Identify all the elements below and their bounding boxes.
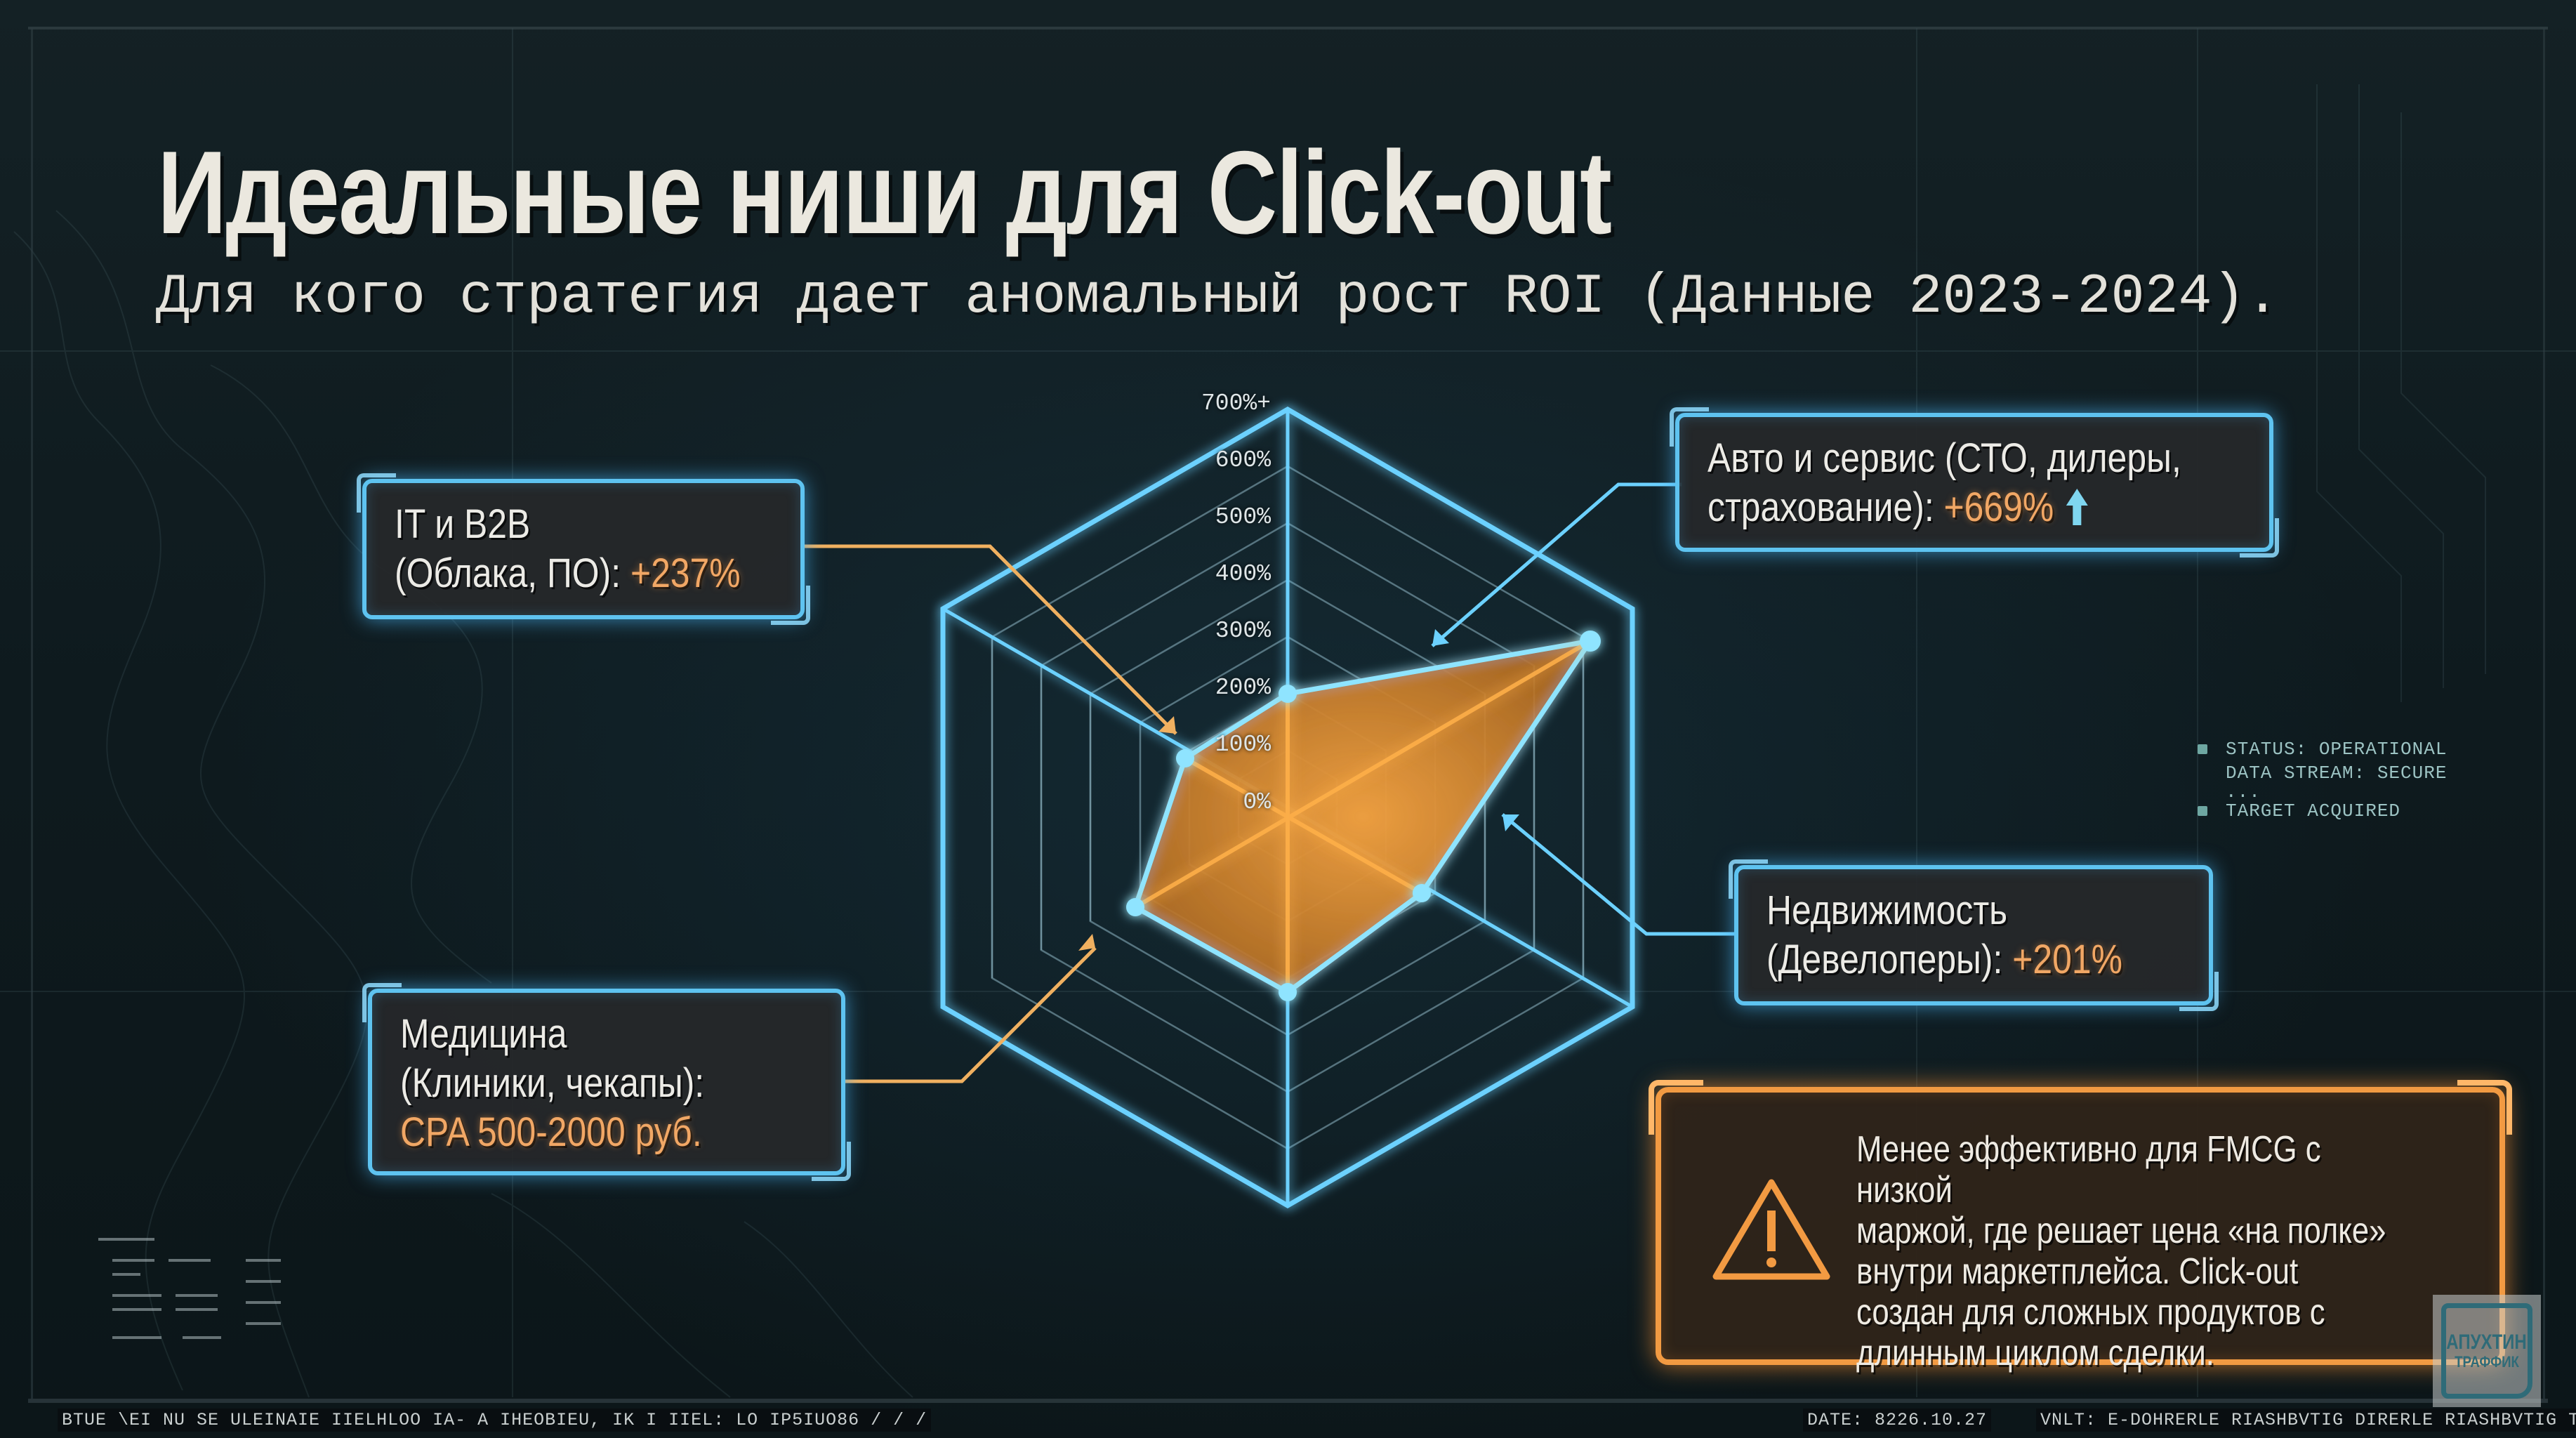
callout-medicine-value: CPA 500-2000 руб. — [400, 1109, 702, 1155]
status-panel: STATUS: OPERATIONAL DATA STREAM: SECURE … — [2198, 737, 2447, 823]
logo-top-text: АПУХТИН — [2446, 1331, 2528, 1354]
status-dot-icon — [2198, 806, 2207, 816]
callout-medicine: Медицина (Клиники, чекапы): CPA 500-2000… — [362, 983, 851, 1181]
axis-label-100: 100% — [1215, 732, 1271, 758]
warning-triangle-icon — [1712, 1177, 1831, 1286]
page-title: Идеальные ниши для Click-out — [157, 126, 1612, 258]
callout-auto-service: Авто и сервис (СТО, дилеры, страхование)… — [1670, 407, 2279, 558]
frame-top-border — [28, 27, 2548, 29]
brand-logo: АПУХТИН ТРАФФИК — [2433, 1295, 2541, 1407]
warning-line: создан для сложных продуктов с — [1856, 1292, 2325, 1333]
status-dot-icon — [2198, 744, 2207, 754]
callout-realestate-value: +201% — [2012, 937, 2122, 982]
page-subtitle: Для кого стратегия дает аномальный рост … — [156, 265, 2280, 329]
axis-label-0: 0% — [1243, 789, 1271, 815]
axis-label-700: 700%+ — [1201, 390, 1271, 416]
callout-realestate-subtitle: (Девелоперы): — [1766, 937, 2013, 982]
callout-medicine-title: Медицина — [400, 1011, 567, 1057]
status-ellipsis: ... — [2226, 781, 2261, 803]
radar-data-points — [1126, 631, 1601, 1001]
up-arrow-icon — [2065, 487, 2089, 538]
warning-panel: Менее эффективно для FMCG с низкой маржо… — [1649, 1080, 2512, 1373]
callout-it-b2b: IT и B2B (Облака, ПО): +237% — [357, 473, 810, 625]
callout-auto-subtitle: страхование): — [1708, 484, 1944, 530]
callout-realestate-title: Недвижимость — [1766, 888, 2008, 933]
logo-bottom-text: ТРАФФИК — [2455, 1353, 2519, 1371]
callout-it-subtitle: (Облака, ПО): — [395, 550, 630, 596]
leader-arrowheads — [1078, 629, 1519, 951]
footer-left-text: BTUE \EI NU SE ULEINAIE IIELHLOO IA- A I… — [58, 1409, 932, 1432]
status-data-stream: DATA STREAM: SECURE — [2226, 763, 2448, 784]
callout-real-estate: Недвижимость (Девелоперы): +201% — [1729, 859, 2219, 1011]
callout-medicine-subtitle: (Клиники, чекапы): — [400, 1060, 705, 1106]
footer-right-text: VNLT: E-DOHRERLE RIASHBVTIG DIRERLE RIAS… — [2036, 1409, 2576, 1432]
axis-label-200: 200% — [1215, 675, 1271, 701]
warning-line: внутри маркетплейса. Click-out — [1856, 1251, 2299, 1292]
axis-label-500: 500% — [1215, 504, 1271, 530]
callout-auto-value: +669% — [1943, 484, 2054, 530]
frame-bottom-border — [28, 1399, 2548, 1403]
warning-line: Менее эффективно для FMCG с низкой — [1856, 1129, 2321, 1211]
callout-auto-title: Авто и сервис (СТО, дилеры, — [1708, 435, 2181, 481]
status-target: TARGET ACQUIRED — [2226, 800, 2401, 822]
callout-it-title: IT и B2B — [395, 501, 531, 547]
callout-it-value: +237% — [630, 550, 741, 596]
warning-line: маржой, где решает цена «на полке» — [1856, 1211, 2386, 1251]
axis-label-400: 400% — [1215, 561, 1271, 587]
leader-lines — [804, 482, 1734, 1083]
frame-left-border — [31, 28, 33, 1399]
decorative-mini-panel — [98, 1238, 281, 1339]
footer-date: DATE: 8226.10.27 — [1803, 1409, 1992, 1432]
radar-highlight-lines — [1134, 639, 1592, 992]
frame-right-border — [2543, 28, 2545, 1399]
warning-line: длинным циклом сделки. — [1856, 1333, 2214, 1373]
axis-label-300: 300% — [1215, 618, 1271, 644]
status-operational: STATUS: OPERATIONAL — [2226, 739, 2448, 760]
axis-label-600: 600% — [1215, 447, 1271, 473]
